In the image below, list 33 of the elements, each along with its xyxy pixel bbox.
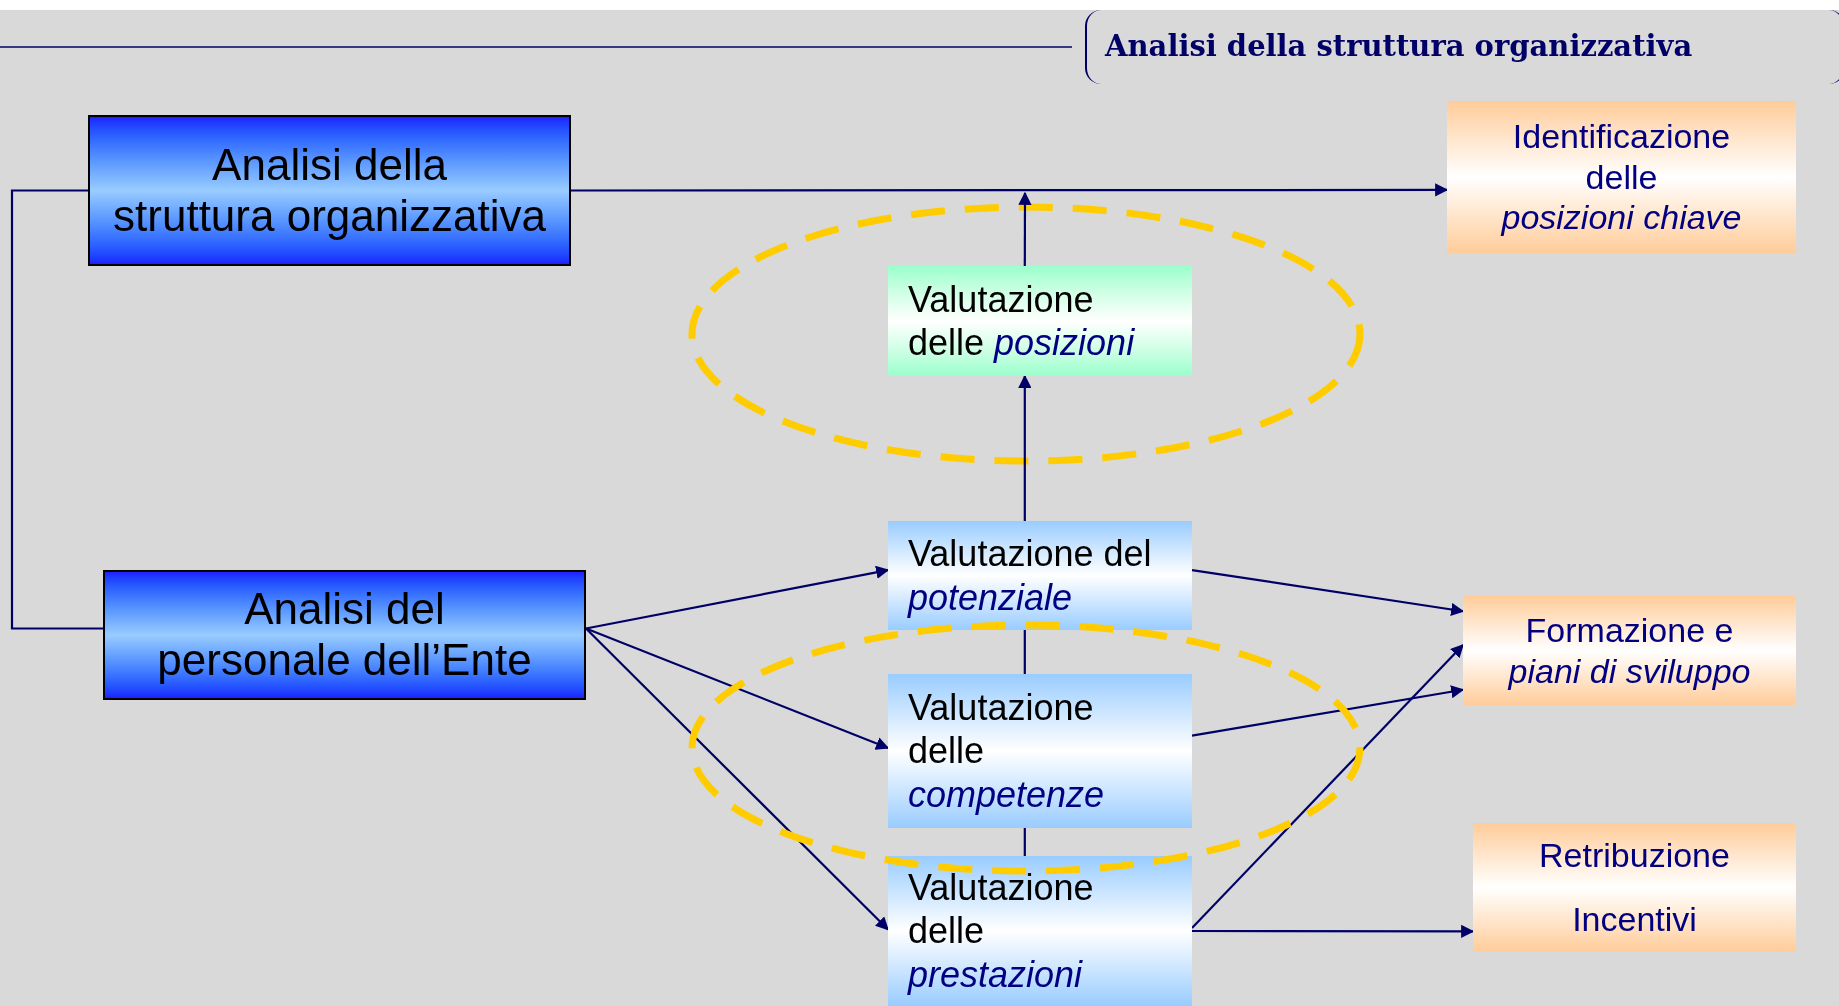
node-text: Identificazione delle posizioni chiave (1499, 115, 1743, 239)
arrow (1191, 568, 1465, 616)
node-text: Formazione e piani di sviluppo (1506, 609, 1752, 692)
arrow (585, 627, 889, 931)
arrow (1018, 191, 1032, 266)
process-box (88, 115, 571, 266)
node-text: Valutazione del potenziale (908, 532, 1153, 619)
evaluation-box (888, 266, 1192, 376)
node-text: Analisi della struttura organizzativa (112, 139, 547, 242)
node-text: Valutazione delle prestazioni (908, 866, 1095, 996)
arrow (1191, 685, 1465, 737)
evaluation-box (888, 521, 1192, 630)
evaluation-box (888, 856, 1192, 1006)
node-text: Valutazione delle posizioni (908, 277, 1136, 365)
process-box (103, 570, 586, 700)
connector-line (1023, 828, 1026, 856)
node-text: Analisi del personale dell’Ente (156, 584, 533, 686)
arrow (585, 627, 890, 750)
arrow (1192, 924, 1475, 938)
connector-line (1023, 630, 1026, 674)
node-text: Incentivi (1572, 899, 1697, 941)
node-text: Retribuzione (1539, 834, 1730, 876)
arrow (585, 565, 890, 630)
node-text: Valutazione delle competenze (908, 686, 1106, 816)
arrow (571, 183, 1449, 197)
arrow (1018, 374, 1032, 521)
result-box (1447, 101, 1796, 253)
arrow (1191, 644, 1464, 929)
evaluation-box (888, 674, 1192, 828)
title: Analisi della struttura organizzativa (1105, 28, 1693, 66)
result-box (1463, 596, 1796, 705)
connector-line (10, 189, 103, 630)
result-box (1473, 823, 1796, 952)
